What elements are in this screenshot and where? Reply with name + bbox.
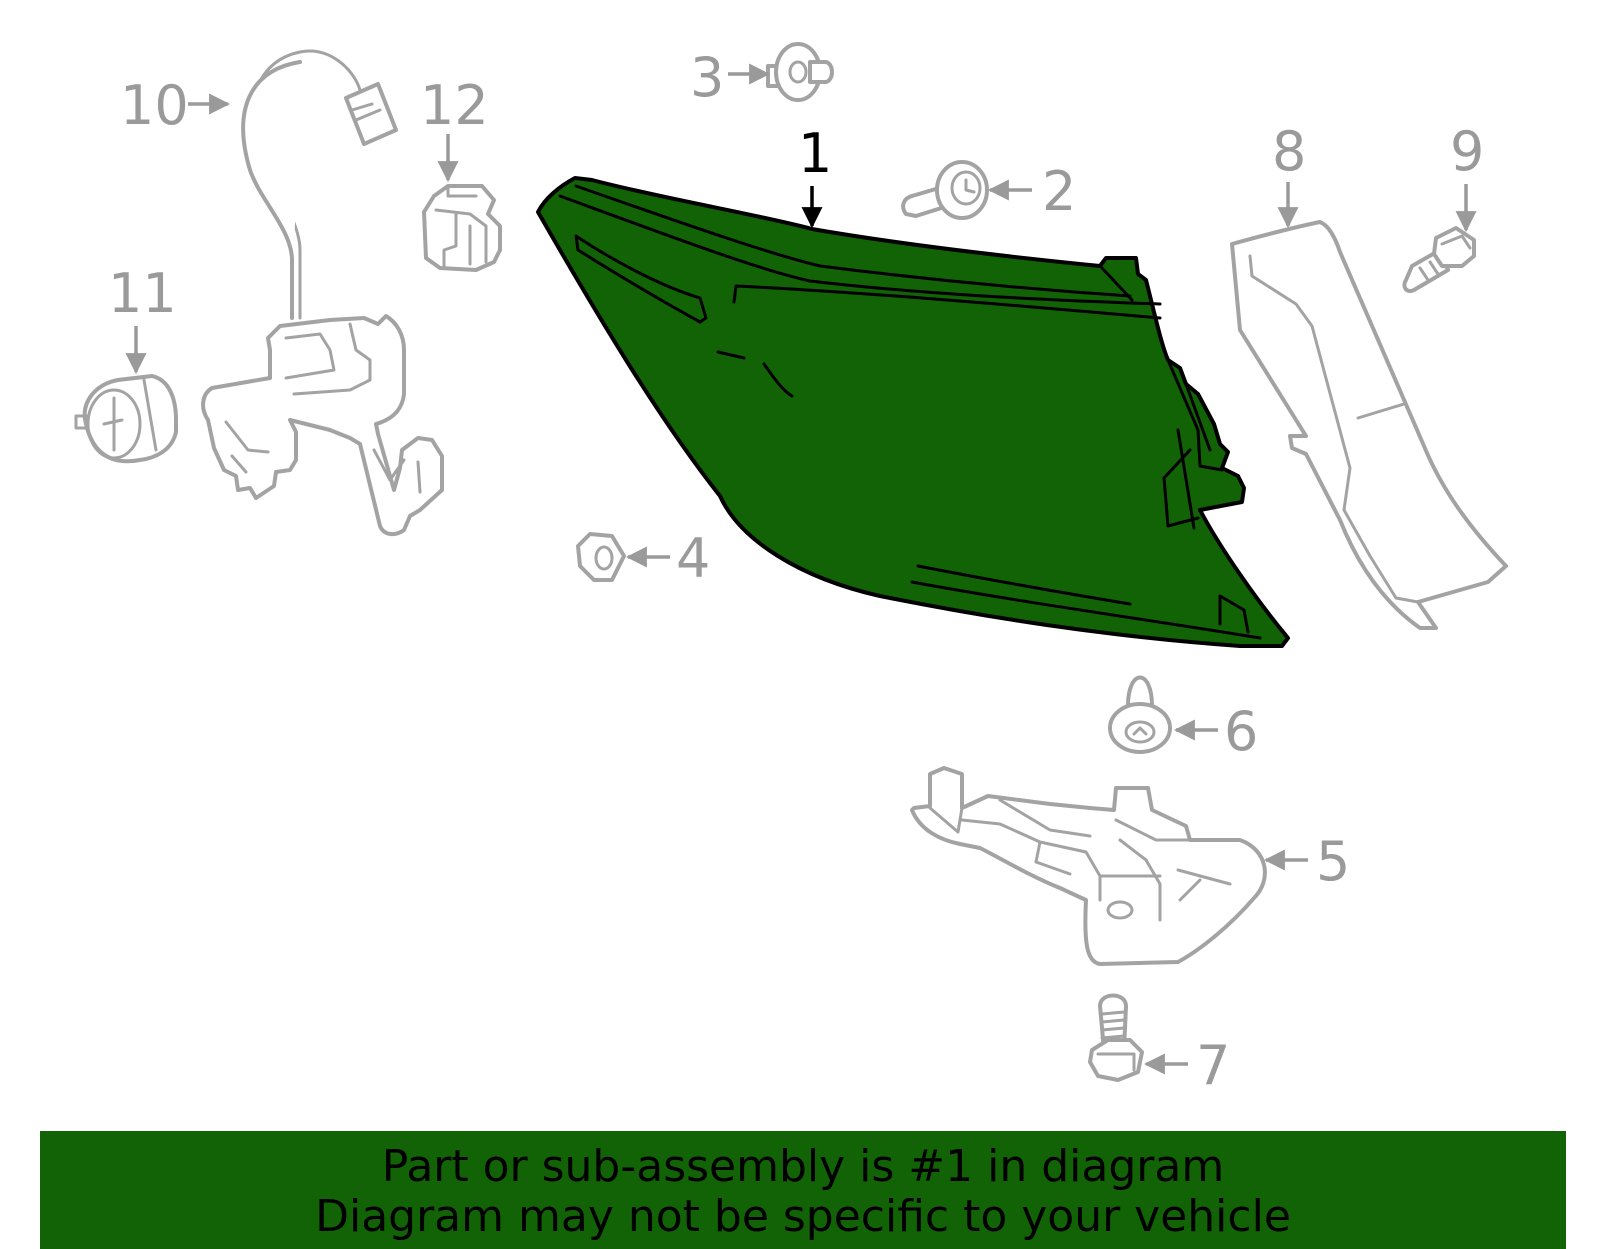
callout-4: 4 <box>676 527 710 590</box>
info-banner: Part or sub-assembly is #1 in diagram Di… <box>40 1131 1566 1249</box>
part-9-bolt[interactable] <box>1402 226 1476 293</box>
callout-1: 1 <box>798 122 832 185</box>
banner-line-1: Part or sub-assembly is #1 in diagram <box>381 1141 1225 1192</box>
callout-2: 2 <box>1042 160 1076 223</box>
part-1-right-ribs <box>1100 266 1224 530</box>
part-3-clip[interactable] <box>766 42 834 102</box>
part-2-screw[interactable] <box>901 160 989 220</box>
part-11-socket[interactable] <box>74 374 178 464</box>
part-10-harness[interactable] <box>201 49 444 537</box>
part-1-notch <box>716 350 794 398</box>
part-1-tail-lamp[interactable] <box>536 176 1290 648</box>
callout-8: 8 <box>1272 120 1306 183</box>
callout-5: 5 <box>1316 830 1350 893</box>
part-4-nut[interactable] <box>576 532 626 582</box>
callout-10: 10 <box>120 74 189 137</box>
part-1-housing <box>536 176 1290 648</box>
part-1-lower-lines <box>910 564 1262 640</box>
part-1-bottom-tab <box>1218 594 1250 634</box>
part-7-bolt[interactable] <box>1088 993 1144 1082</box>
part-6-bolt[interactable] <box>1108 675 1172 754</box>
part-1-inner-line <box>732 284 1162 320</box>
part-1-top-edge-2 <box>574 184 1132 298</box>
callout-9: 9 <box>1450 120 1484 183</box>
part-1-upper-lens <box>574 234 708 324</box>
part-8-trim[interactable] <box>1230 220 1508 630</box>
part-12-connector[interactable] <box>422 184 502 272</box>
callout-6: 6 <box>1224 700 1258 763</box>
callout-11: 11 <box>108 262 177 325</box>
part-5-bracket[interactable] <box>910 766 1267 966</box>
callout-3: 3 <box>690 46 724 109</box>
banner-line-2: Diagram may not be specific to your vehi… <box>315 1191 1291 1242</box>
callout-7: 7 <box>1196 1034 1230 1097</box>
part-1-top-edge <box>558 194 1162 306</box>
callout-12: 12 <box>420 74 489 137</box>
